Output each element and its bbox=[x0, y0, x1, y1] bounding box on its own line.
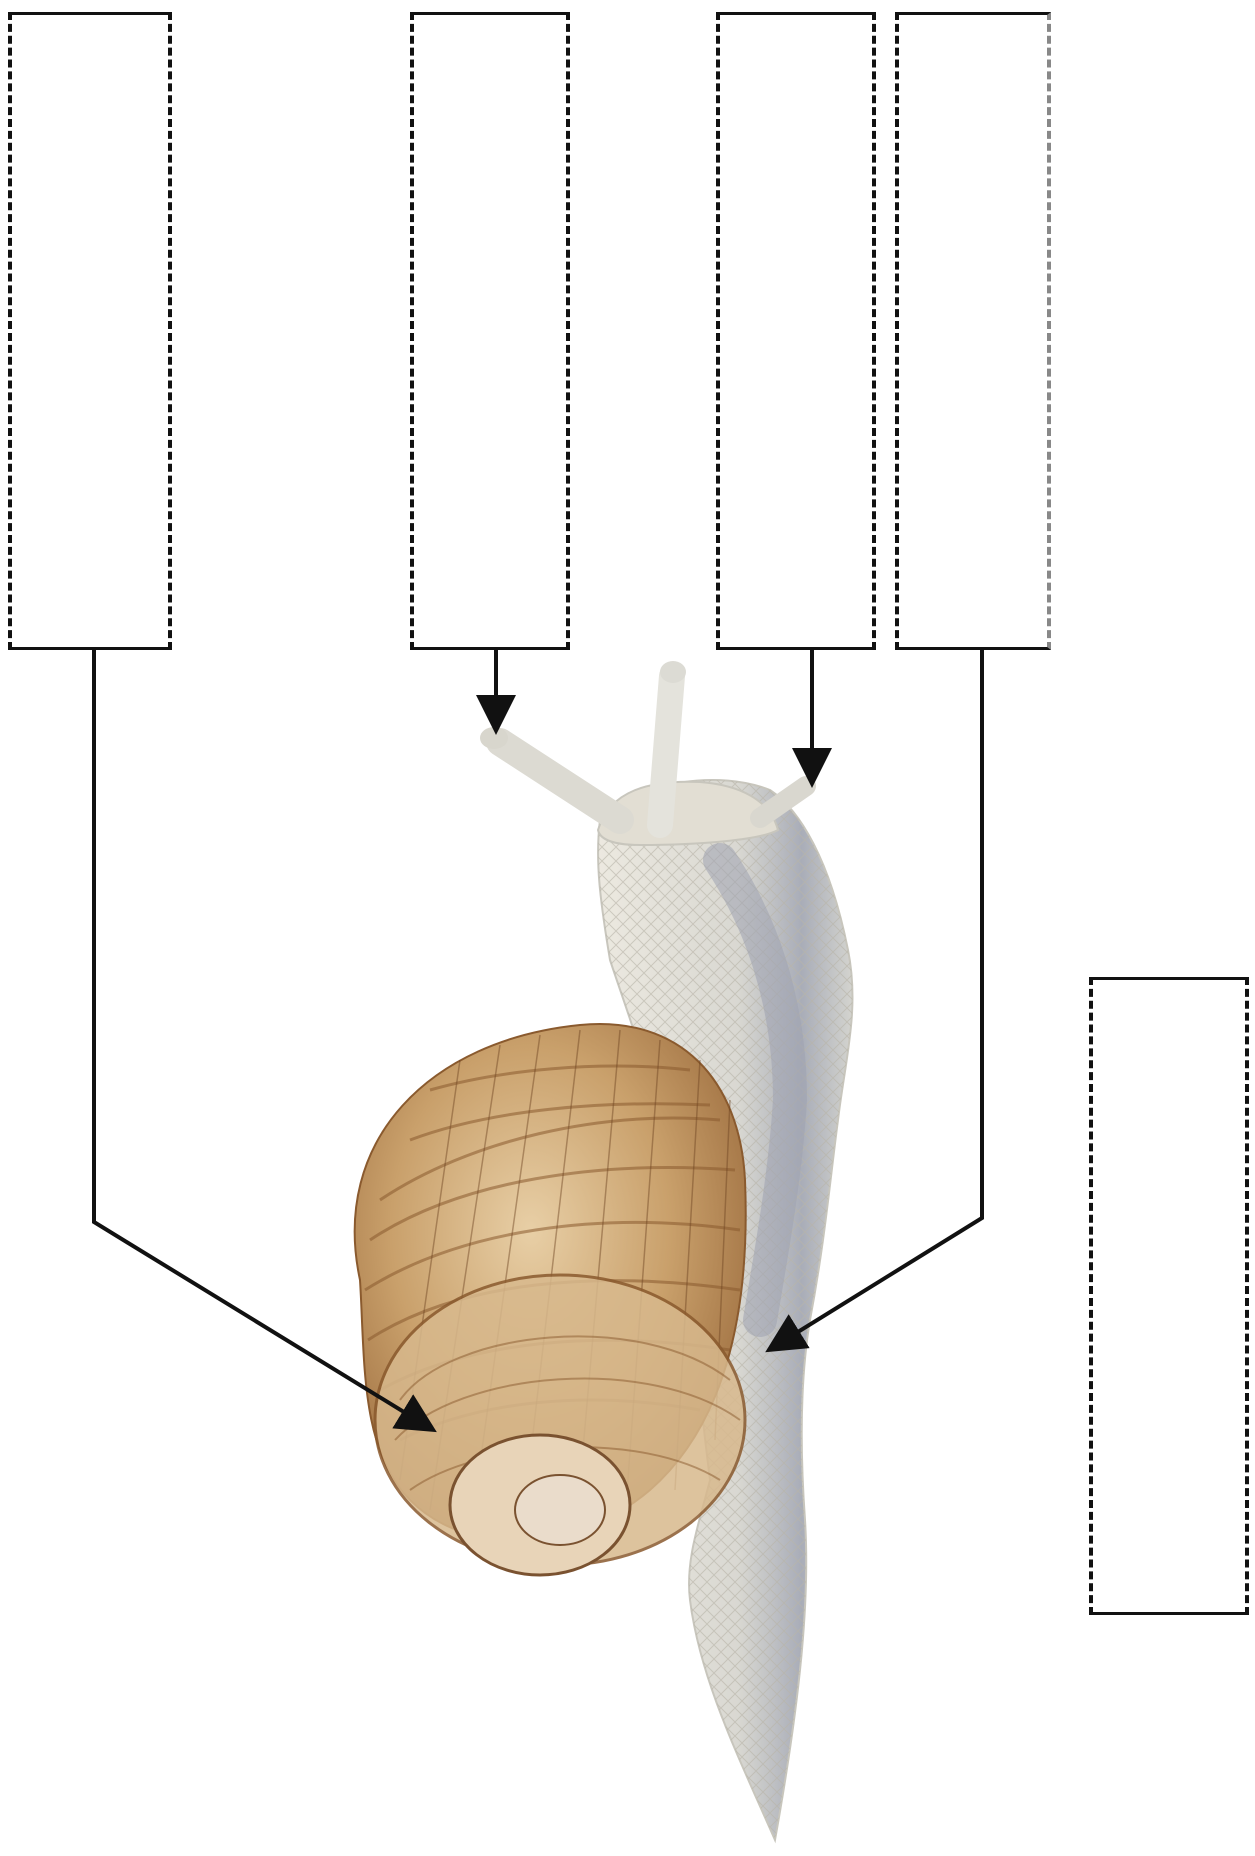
snail-shell bbox=[355, 1024, 746, 1575]
left-tentacle bbox=[500, 742, 620, 820]
center-tentacle bbox=[660, 676, 672, 825]
shell-apex bbox=[515, 1475, 605, 1545]
label-box-5-text bbox=[1093, 980, 1245, 1612]
label-box-1-text bbox=[12, 15, 168, 647]
left-eye-tip bbox=[480, 727, 508, 749]
label-box-2-text bbox=[414, 15, 566, 647]
label-box-3-text bbox=[720, 15, 872, 647]
center-eye-tip bbox=[660, 661, 686, 683]
label-box-4-text bbox=[899, 15, 1047, 647]
label-box-5[interactable] bbox=[1089, 977, 1249, 1615]
label-box-4[interactable] bbox=[895, 12, 1051, 650]
label-box-3[interactable] bbox=[716, 12, 876, 650]
label-box-2[interactable] bbox=[410, 12, 570, 650]
label-box-1[interactable] bbox=[8, 12, 172, 650]
